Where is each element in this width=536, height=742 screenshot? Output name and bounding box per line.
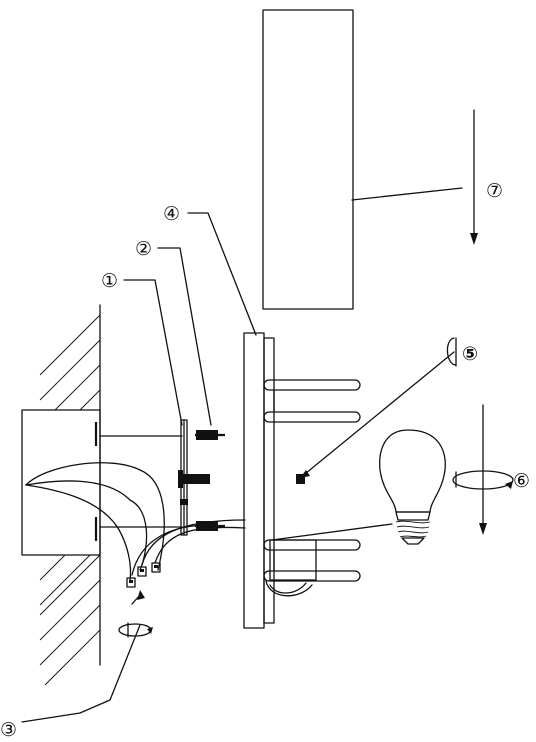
svg-text:⑤: ⑤	[462, 343, 478, 365]
mounting-screws	[178, 430, 225, 531]
callout-label-5: ⑤	[462, 343, 478, 365]
callout-label-6: ⑥	[513, 470, 530, 492]
lamp-shade	[262, 9, 354, 310]
callout-label-2: ②	[135, 238, 152, 260]
leader-lines	[21, 187, 463, 723]
lamp-backplate	[243, 332, 361, 629]
callout-label-3: ③	[0, 719, 17, 741]
callout-label-1: ①	[101, 270, 118, 292]
screw-rotation-indicator	[299, 337, 457, 479]
svg-text:①: ①	[101, 270, 118, 292]
svg-text:④: ④	[163, 203, 180, 225]
callout-label-7: ⑦	[486, 180, 503, 202]
shade-down-arrow	[470, 109, 478, 245]
light-bulb	[271, 429, 446, 545]
callout-label-4: ④	[163, 203, 180, 225]
svg-text:⑦: ⑦	[486, 180, 503, 202]
bulb-down-arrow	[452, 404, 514, 535]
svg-text:⑥: ⑥	[513, 470, 530, 492]
junction-box	[21, 409, 183, 556]
svg-text:②: ②	[135, 238, 152, 260]
svg-text:③: ③	[0, 719, 17, 741]
